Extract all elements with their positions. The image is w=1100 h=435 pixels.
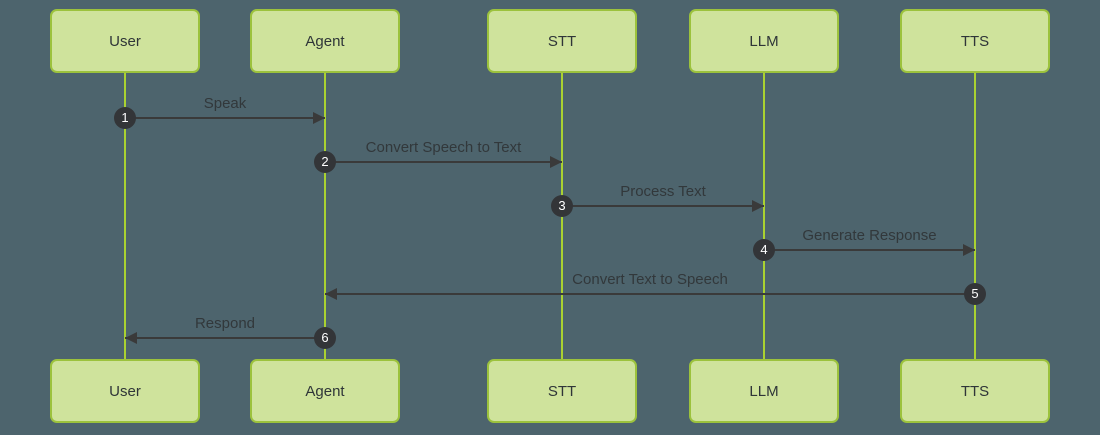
actor-bottom-stt[interactable]: STT	[487, 359, 637, 423]
message-6-arrowhead-icon	[125, 332, 137, 344]
actor-top-agent[interactable]: Agent	[250, 9, 400, 73]
lifeline-user	[124, 73, 126, 360]
message-4-number-badge: 4	[753, 239, 775, 261]
actor-bottom-agent[interactable]: Agent	[250, 359, 400, 423]
message-6-line	[125, 337, 325, 339]
actor-top-user[interactable]: User	[50, 9, 200, 73]
message-6-label: Respond	[194, 315, 256, 332]
message-2-arrowhead-icon	[550, 156, 562, 168]
actor-top-tts[interactable]: TTS	[900, 9, 1050, 73]
message-5-label: Convert Text to Speech	[572, 271, 728, 288]
lifeline-tts	[974, 73, 976, 360]
message-3-arrowhead-icon	[752, 200, 764, 212]
message-3-number-badge: 3	[551, 195, 573, 217]
message-5-arrowhead-icon	[325, 288, 337, 300]
message-4-arrowhead-icon	[963, 244, 975, 256]
message-3-line	[562, 205, 764, 207]
message-1-arrowhead-icon	[313, 112, 325, 124]
message-3-label: Process Text	[620, 183, 706, 200]
message-5-line	[325, 293, 975, 295]
actor-bottom-tts[interactable]: TTS	[900, 359, 1050, 423]
actor-bottom-llm[interactable]: LLM	[689, 359, 839, 423]
message-4-line	[764, 249, 975, 251]
lifeline-agent	[324, 73, 326, 360]
actor-bottom-user[interactable]: User	[50, 359, 200, 423]
message-1-line	[125, 117, 325, 119]
message-2-number-badge: 2	[314, 151, 336, 173]
actor-top-stt[interactable]: STT	[487, 9, 637, 73]
message-2-line	[325, 161, 562, 163]
lifeline-llm	[763, 73, 765, 360]
message-1-number-badge: 1	[114, 107, 136, 129]
message-2-label: Convert Speech to Text	[365, 139, 522, 156]
actor-top-llm[interactable]: LLM	[689, 9, 839, 73]
message-5-number-badge: 5	[964, 283, 986, 305]
message-6-number-badge: 6	[314, 327, 336, 349]
message-1-label: Speak	[203, 95, 247, 112]
message-4-label: Generate Response	[802, 227, 937, 244]
